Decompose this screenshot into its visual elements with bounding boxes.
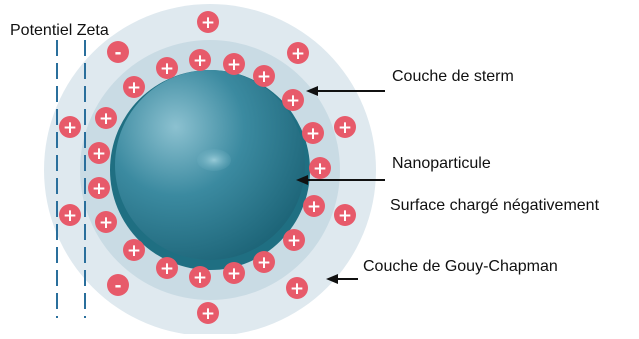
minus-circle-icon-symbol: - xyxy=(114,276,121,296)
plus-circle-icon: + xyxy=(156,257,178,279)
plus-circle-icon: + xyxy=(223,53,245,75)
plus-circle-icon-symbol: + xyxy=(127,78,141,98)
minus-circle-icon: - xyxy=(107,41,129,63)
plus-circle-icon: + xyxy=(123,239,145,261)
plus-circle-icon-symbol: + xyxy=(201,13,215,33)
plus-circle-icon-symbol: + xyxy=(201,304,215,324)
plus-circle-icon: + xyxy=(95,211,117,233)
plus-circle-icon: + xyxy=(95,107,117,129)
minus-circle-icon: - xyxy=(107,274,129,296)
plus-circle-icon: + xyxy=(59,116,81,138)
plus-circle-icon-symbol: + xyxy=(257,253,271,273)
plus-circle-icon-symbol: + xyxy=(127,241,141,261)
plus-circle-icon: + xyxy=(156,57,178,79)
plus-circle-icon: + xyxy=(334,204,356,226)
plus-circle-icon-symbol: + xyxy=(92,179,106,199)
plus-circle-icon-symbol: + xyxy=(290,279,304,299)
plus-circle-icon: + xyxy=(123,76,145,98)
plus-circle-icon-symbol: + xyxy=(160,59,174,79)
plus-circle-icon: + xyxy=(253,65,275,87)
plus-circle-icon: + xyxy=(282,89,304,111)
plus-circle-icon: + xyxy=(189,266,211,288)
plus-circle-icon: + xyxy=(287,42,309,64)
plus-circle-icon-symbol: + xyxy=(291,44,305,64)
plus-circle-icon-symbol: + xyxy=(160,259,174,279)
plus-circle-icon: + xyxy=(303,195,325,217)
plus-circle-icon: + xyxy=(286,277,308,299)
plus-circle-icon-symbol: + xyxy=(257,67,271,87)
gouy-chapman-label: Couche de Gouy-Chapman xyxy=(363,258,558,276)
surface-charge-label: Surface chargé négativement xyxy=(390,197,599,215)
plus-circle-icon: + xyxy=(334,116,356,138)
plus-circle-icon: + xyxy=(253,251,275,273)
plus-circle-icon: + xyxy=(302,122,324,144)
plus-circle-icon: + xyxy=(88,142,110,164)
plus-circle-icon-symbol: + xyxy=(307,197,321,217)
plus-circle-icon-symbol: + xyxy=(227,55,241,75)
plus-circle-icon-symbol: + xyxy=(306,124,320,144)
plus-circle-icon-symbol: + xyxy=(286,91,300,111)
plus-circle-icon-symbol: + xyxy=(63,206,77,226)
plus-circle-icon-symbol: + xyxy=(338,206,352,226)
plus-circle-icon-symbol: + xyxy=(92,144,106,164)
plus-circle-icon-symbol: + xyxy=(313,159,327,179)
plus-circle-icon: + xyxy=(189,49,211,71)
plus-circle-icon: + xyxy=(197,11,219,33)
plus-circle-icon-symbol: + xyxy=(63,118,77,138)
minus-circle-icon-symbol: - xyxy=(114,43,121,63)
zeta-potential-label: Potentiel Zeta xyxy=(10,22,109,40)
plus-circle-icon: + xyxy=(223,262,245,284)
particle-highlight xyxy=(197,149,231,171)
plus-circle-icon-symbol: + xyxy=(227,264,241,284)
plus-circle-icon: + xyxy=(283,229,305,251)
stern-layer-label: Couche de sterm xyxy=(392,68,514,86)
nanoparticle-label: Nanoparticule xyxy=(392,155,491,173)
plus-circle-icon: + xyxy=(197,302,219,324)
plus-circle-icon-symbol: + xyxy=(99,109,113,129)
plus-circle-icon-symbol: + xyxy=(338,118,352,138)
plus-circle-icon: + xyxy=(88,177,110,199)
plus-circle-icon-symbol: + xyxy=(99,213,113,233)
plus-circle-icon-symbol: + xyxy=(193,268,207,288)
plus-circle-icon: + xyxy=(309,157,331,179)
plus-circle-icon-symbol: + xyxy=(193,51,207,71)
plus-circle-icon: + xyxy=(59,204,81,226)
plus-circle-icon-symbol: + xyxy=(287,231,301,251)
